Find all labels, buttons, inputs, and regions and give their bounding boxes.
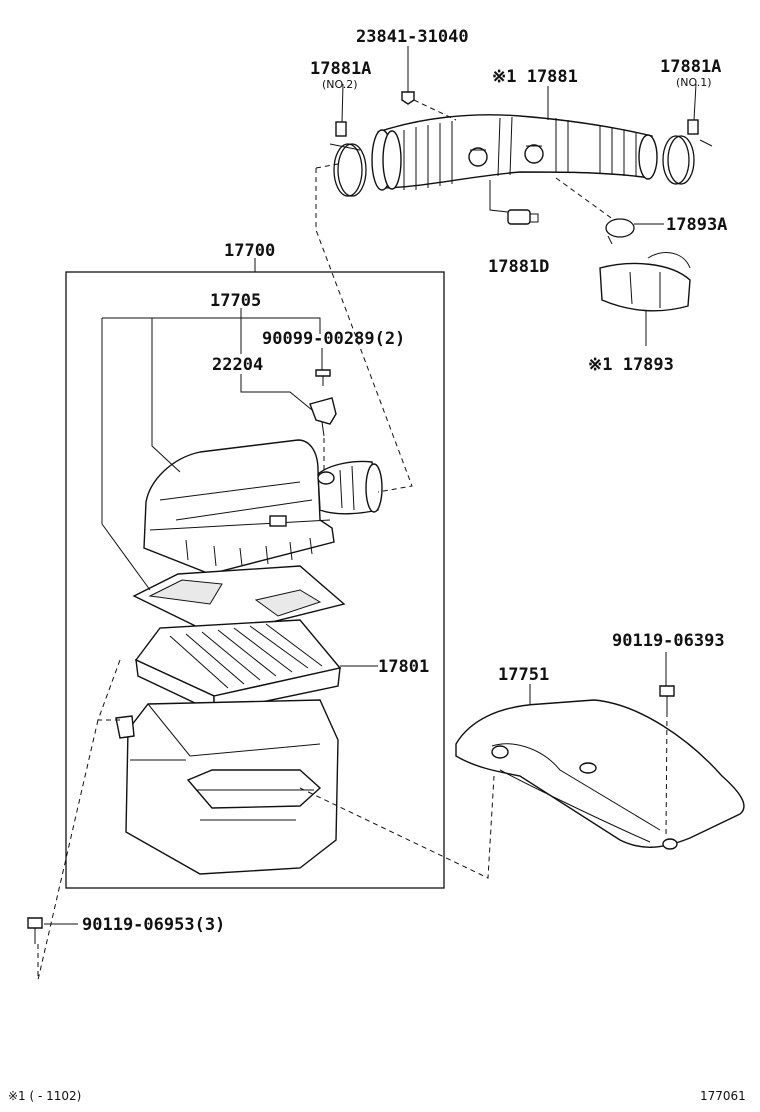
bolt-90119-06953 bbox=[27, 917, 43, 944]
label-17881a-no2-sub: (NO.2) bbox=[322, 78, 358, 91]
clamp-no2 bbox=[329, 121, 367, 197]
label-17881d: 17881D bbox=[488, 257, 549, 277]
sensor-17881d bbox=[507, 209, 539, 225]
hose-17893 bbox=[599, 252, 691, 312]
label-90119-06393: 90119-06393 bbox=[612, 631, 725, 651]
clamp-no1 bbox=[662, 119, 713, 185]
label-23841-31040: 23841-31040 bbox=[356, 27, 469, 47]
bolt-90119-06393 bbox=[659, 685, 675, 712]
dashed-guides bbox=[37, 99, 668, 981]
cleaner-case-lower bbox=[115, 699, 339, 875]
label-90099-00289: 90099-00289(2) bbox=[262, 329, 405, 349]
clip-23841 bbox=[401, 78, 415, 105]
diagram-code: 177061 bbox=[700, 1089, 746, 1103]
leader-lines bbox=[44, 46, 697, 925]
label-17881: ※1 17881 bbox=[492, 67, 578, 87]
label-17751: 17751 bbox=[498, 665, 549, 685]
label-17893: ※1 17893 bbox=[588, 355, 674, 375]
label-17705: 17705 bbox=[210, 291, 261, 311]
label-90119-06953: 90119-06953(3) bbox=[82, 915, 225, 935]
footer-note: ※1 ( - 1102) bbox=[8, 1089, 81, 1103]
cleaner-cover-17705 bbox=[143, 439, 383, 575]
label-17881a-no1-sub: (NO.1) bbox=[676, 76, 712, 89]
intake-hose-17881 bbox=[371, 114, 658, 191]
gasket-mesh bbox=[132, 565, 346, 637]
sensor-22204 bbox=[309, 397, 337, 437]
label-17801: 17801 bbox=[378, 657, 429, 677]
label-17700: 17700 bbox=[224, 241, 275, 261]
screw-90099 bbox=[315, 369, 331, 386]
intake-duct-17751 bbox=[455, 699, 745, 850]
filter-element-17801 bbox=[134, 619, 342, 714]
label-17893a: 17893A bbox=[666, 215, 727, 235]
label-22204: 22204 bbox=[212, 355, 263, 375]
clamp-17893a bbox=[605, 218, 635, 245]
label-17881a-no2: 17881A bbox=[310, 59, 371, 79]
label-17881a-no1: 17881A bbox=[660, 57, 721, 77]
